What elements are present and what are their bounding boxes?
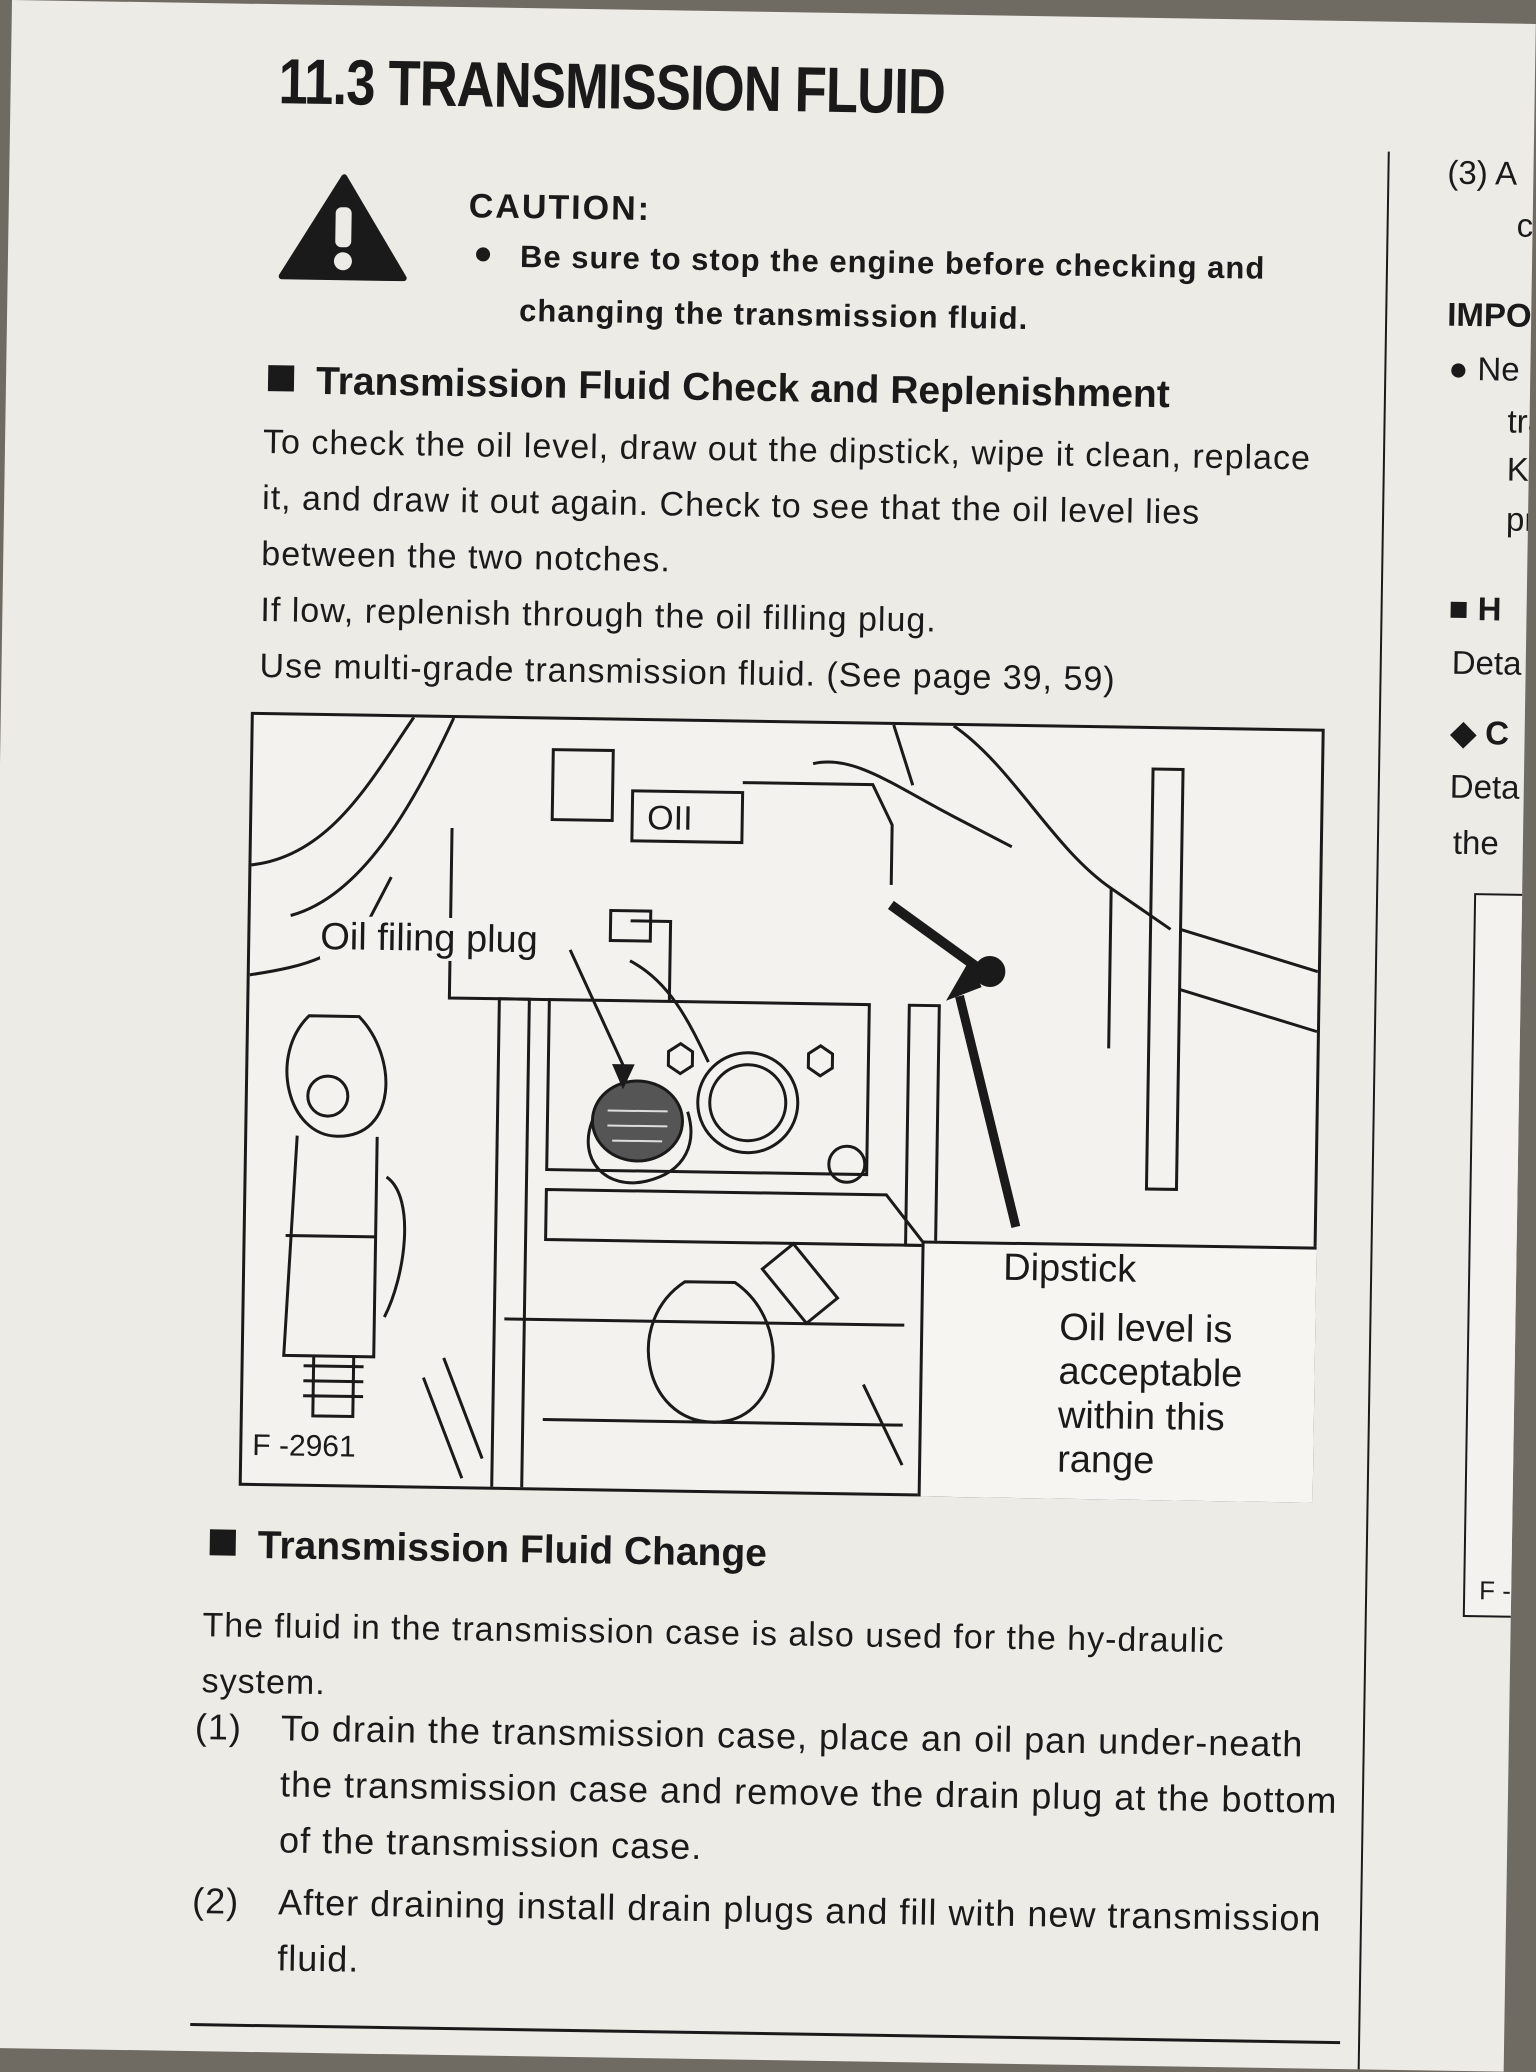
step-number: (1) <box>194 1706 243 1748</box>
check-section-body: To check the oil level, draw out the dip… <box>259 414 1343 711</box>
figure-code: F -2961 <box>252 1428 356 1464</box>
caution-bullet <box>475 247 491 262</box>
step-item: (1) To drain the transmission case, plac… <box>193 1699 1355 1885</box>
check-paragraph: To check the oil level, draw out the dip… <box>261 423 1312 580</box>
step-number: (2) <box>191 1880 240 1922</box>
dipstick-label: Dipstick <box>1002 1246 1137 1291</box>
right-text: tra <box>1507 402 1536 441</box>
step-text: To drain the transmission case, place an… <box>278 1707 1338 1868</box>
right-text: cl <box>1516 206 1536 245</box>
right-text: ● Ne <box>1448 349 1520 388</box>
right-text: ■ H <box>1448 589 1502 628</box>
check-section-heading: Transmission Fluid Check and Replenishme… <box>267 359 1170 417</box>
caution-text: Be sure to stop the engine before checki… <box>518 239 1266 336</box>
transmission-figure: OII <box>238 711 1325 1503</box>
section-square-icon <box>267 365 295 392</box>
right-text: Deta <box>1451 643 1522 682</box>
warning-triangle-icon <box>278 174 407 282</box>
right-figure-fragment: F - <box>1462 893 1536 1619</box>
bottom-table-rule <box>190 2023 1341 2045</box>
right-text: K <box>1506 450 1530 488</box>
right-text: the <box>1452 823 1500 862</box>
right-text: IMPO <box>1446 295 1532 334</box>
right-text: Deta <box>1449 767 1520 806</box>
column-divider <box>1357 151 1390 2072</box>
oil-range-label: Oil level is acceptable within this rang… <box>1056 1306 1243 1483</box>
caution-label: CAUTION: <box>468 187 652 229</box>
right-figure-code: F - <box>1478 1575 1512 1606</box>
section-square-icon <box>209 1529 237 1556</box>
right-text: pr <box>1505 500 1536 538</box>
oil-plug-label: Oil filing plug <box>319 915 539 963</box>
change-section-heading: Transmission Fluid Change <box>209 1523 767 1576</box>
right-text: (3) A <box>1447 153 1518 192</box>
svg-text:OII: OII <box>647 799 693 838</box>
step-text: After draining install drain plugs and f… <box>276 1881 1322 1980</box>
change-steps: (1) To drain the transmission case, plac… <box>191 1699 1355 2009</box>
page-title: 11.3 TRANSMISSION FLUID <box>278 45 946 128</box>
step-item: (2) After draining install drain plugs a… <box>191 1873 1353 2003</box>
right-text: ◆ C <box>1450 713 1510 752</box>
